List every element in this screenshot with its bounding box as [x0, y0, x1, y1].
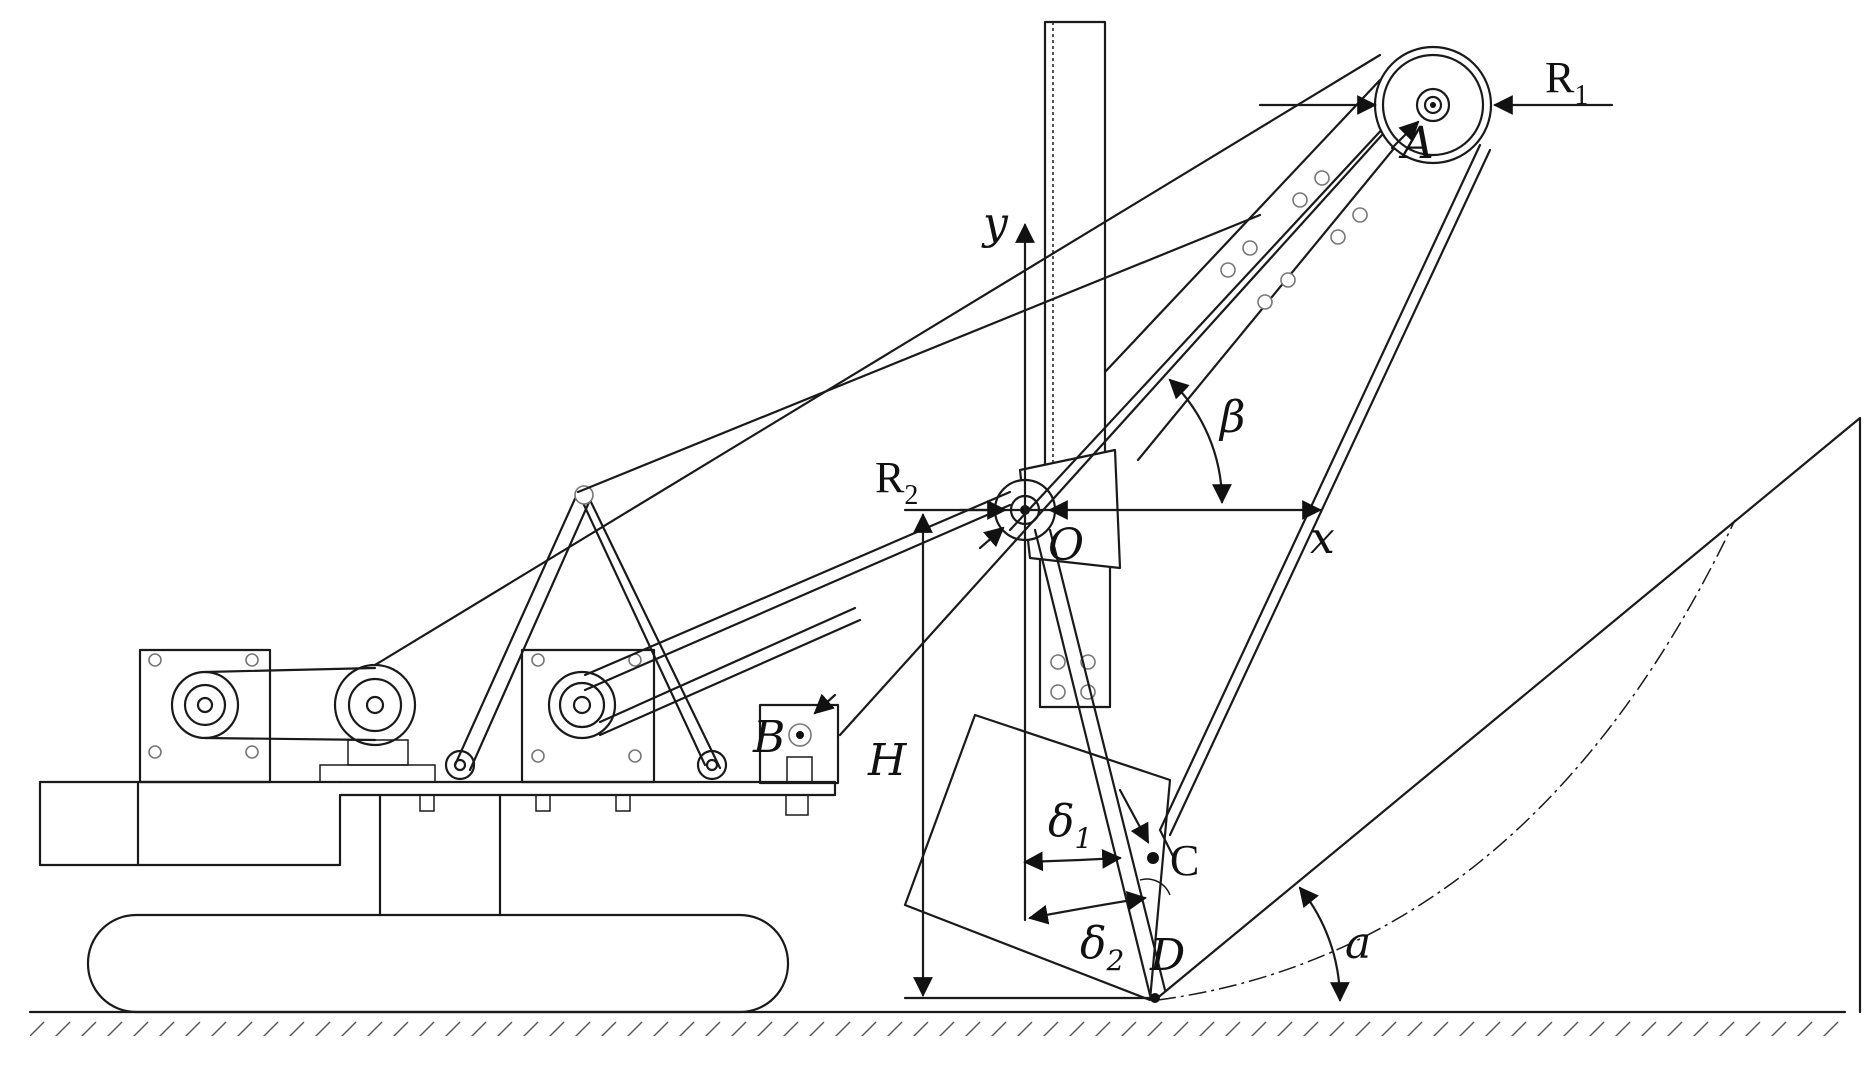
a-frame — [444, 485, 728, 781]
label-alpha: a — [1345, 918, 1371, 969]
label-b: B — [752, 712, 785, 763]
label-x-axis: x — [1310, 513, 1335, 564]
label-r1: R1 — [1545, 53, 1588, 111]
coordinate-axes — [1015, 223, 1322, 922]
boom — [838, 78, 1407, 737]
ground — [28, 1010, 1847, 1036]
cables — [373, 53, 1492, 837]
label-c: C — [1170, 836, 1199, 885]
label-r2: R2 — [875, 453, 918, 511]
alpha-angle — [1298, 886, 1350, 1002]
delta-angles — [1023, 788, 1171, 925]
label-o: O — [1048, 520, 1084, 571]
block-b — [758, 703, 840, 785]
crawler-track — [86, 913, 790, 1014]
middle-motor — [520, 648, 656, 784]
label-y-axis: y — [981, 198, 1009, 249]
label-delta2: δ2 — [1080, 918, 1124, 977]
label-beta: β — [1218, 392, 1245, 443]
r1-force-arrows — [1258, 95, 1614, 150]
beta-angle — [1168, 378, 1232, 504]
chassis-body — [38, 764, 837, 917]
slope — [1153, 416, 1862, 1014]
height-dimension — [903, 508, 1157, 1000]
bucket — [903, 713, 1177, 1002]
vertical-rack — [1038, 20, 1112, 709]
label-d: D — [1149, 930, 1185, 981]
point-d-marker — [1150, 993, 1160, 1003]
left-motor — [138, 648, 417, 784]
point-markers — [1150, 993, 1160, 1003]
label-delta1: δ1 — [1048, 796, 1092, 855]
label-h: H — [867, 735, 908, 786]
label-a: A — [1398, 118, 1434, 169]
r2-force-arrows — [813, 500, 1070, 715]
labels: A B C D O H x y R1 R2 β a δ1 δ2 — [752, 53, 1588, 981]
